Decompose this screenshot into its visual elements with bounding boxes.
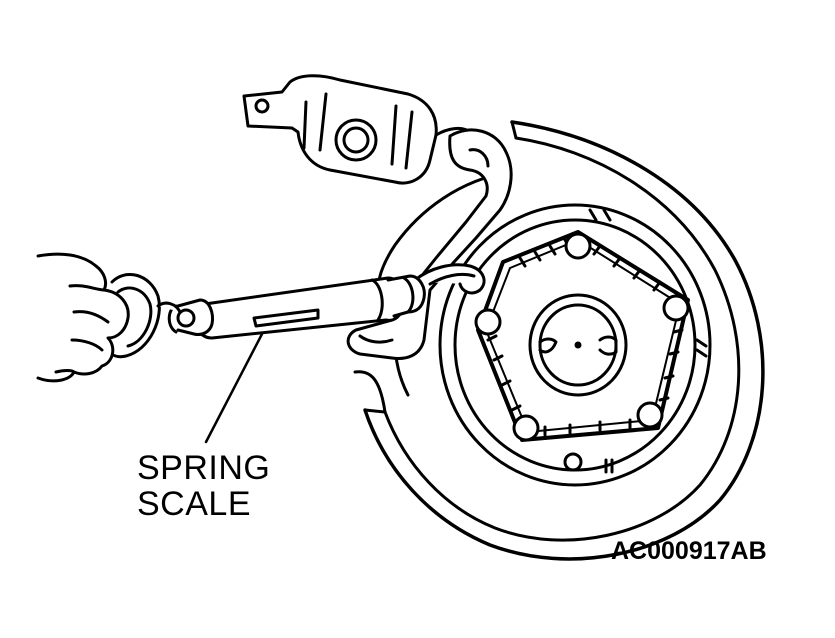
- spring-scale-icon: [167, 263, 486, 340]
- callout-line-2: SCALE: [137, 485, 251, 523]
- figure-reference-code: AC000917AB: [611, 537, 767, 565]
- hand-icon: [36, 252, 182, 383]
- spring-scale-callout-label: SPRING SCALE: [137, 450, 270, 522]
- callout-leader-line: [204, 332, 264, 444]
- brake-caliper-icon: [242, 74, 513, 360]
- wire-loop-icon: [474, 230, 690, 442]
- callout-line-1: SPRING: [137, 449, 271, 487]
